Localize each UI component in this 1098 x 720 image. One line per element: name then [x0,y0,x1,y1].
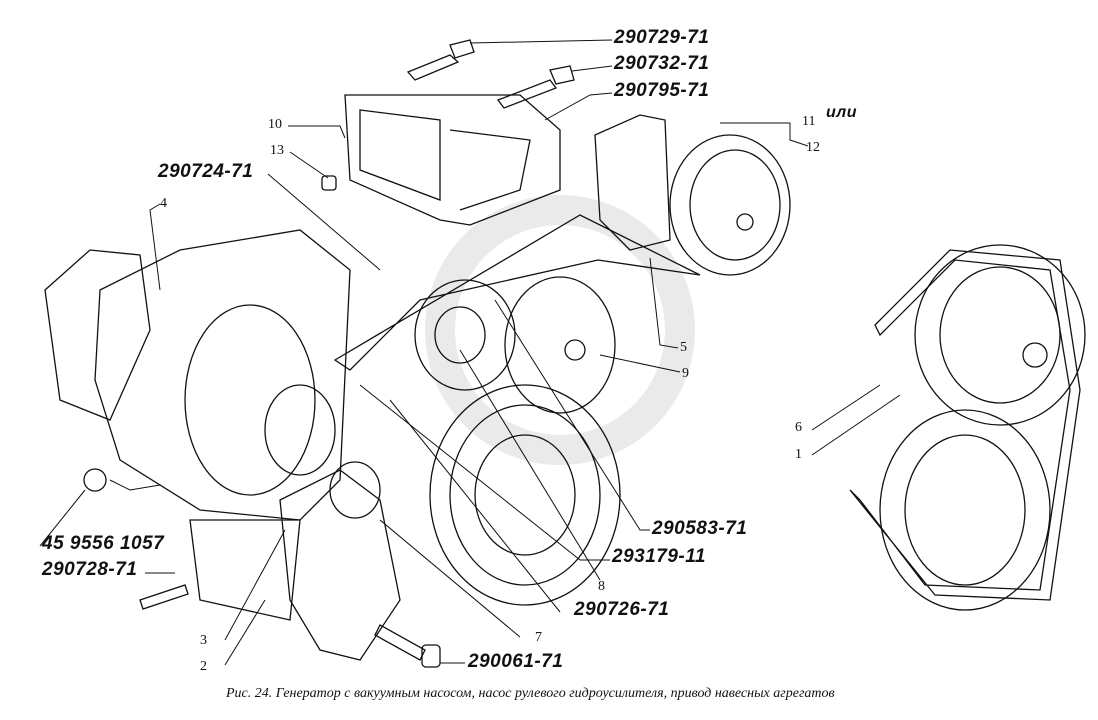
figure-caption: Рис. 24. Генератор с вакуумным насосом, … [226,686,835,701]
crankshaft-pulley [429,384,621,606]
vacuum-pump [44,249,151,421]
position-1: 1 [795,447,802,462]
position-3: 3 [200,633,207,648]
bolt-290732 [496,65,575,109]
steering-pump [594,114,671,251]
position-4: 4 [160,196,167,211]
position-12: 12 [806,140,820,155]
watermark-logo [425,195,695,465]
idler-pulley [414,279,516,391]
sleeve-13 [321,175,337,191]
nut-459556 [83,468,107,492]
part-code-459556: 45 9556 1057 [42,533,165,554]
part-code-293179: 293179-11 [612,546,706,567]
bolt-290729 [406,39,475,81]
position-7: 7 [535,630,542,645]
part-code-290732: 290732-71 [614,53,710,74]
part-code-290728: 290728-71 [42,559,138,580]
part-code-290795: 290795-71 [614,80,710,101]
alt-belt [849,249,1081,601]
bolt-290728 [139,584,189,610]
belt [333,214,701,371]
part-code-290729: 290729-71 [614,27,710,48]
part-code-290061: 290061-71 [468,651,564,672]
tensioner [279,469,401,661]
position-9: 9 [682,366,689,381]
generator [94,229,351,521]
position-5: 5 [680,340,687,355]
part-code-290726: 290726-71 [574,599,670,620]
position-11: 11 [802,114,816,129]
alt-crankshaft-pulley [879,409,1051,611]
position-6: 6 [795,420,802,435]
part-code-290724: 290724-71 [158,161,254,182]
bolt-290061 [374,624,426,661]
alt-pulley-upper [914,244,1086,426]
bracket-10 [344,94,561,226]
position-8: 8 [598,579,605,594]
part-code-290583: 290583-71 [652,518,748,539]
position-13: 13 [270,143,284,158]
or-label: или [826,104,857,121]
position-10: 10 [268,117,282,132]
position-2: 2 [200,659,207,674]
